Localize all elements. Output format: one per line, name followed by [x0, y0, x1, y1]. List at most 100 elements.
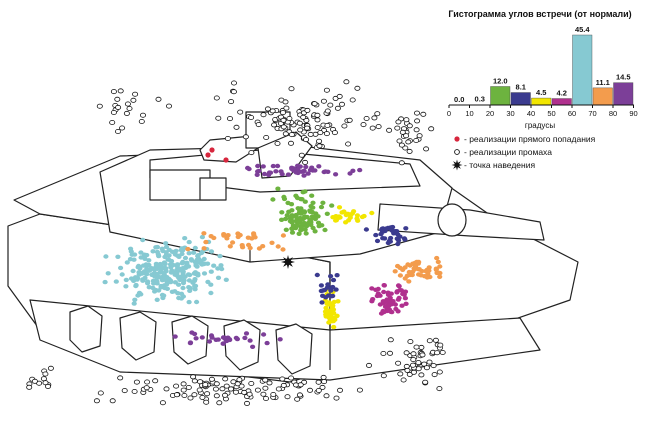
hit-dot: [208, 249, 215, 254]
miss-dot: [155, 96, 162, 102]
miss-dot: [243, 400, 250, 406]
miss-dot: [387, 337, 394, 343]
miss-dot: [255, 122, 262, 128]
miss-dot: [423, 365, 430, 371]
miss-dot: [403, 117, 410, 123]
hit-dot: [177, 277, 183, 282]
hit-dot: [329, 305, 335, 310]
miss-dot: [386, 350, 393, 356]
hit-dot: [185, 246, 191, 252]
miss-dot: [320, 374, 327, 380]
miss-dot: [270, 391, 277, 397]
hit-dot: [322, 169, 328, 174]
miss-dot: [294, 396, 301, 402]
miss-dot: [288, 375, 295, 381]
hit-dot: [160, 276, 167, 281]
histogram-tick-label: 60: [568, 109, 576, 118]
miss-dot: [173, 392, 180, 398]
hit-dot: [186, 299, 192, 305]
miss-dot: [413, 344, 420, 350]
miss-dot: [324, 123, 331, 129]
miss-dot: [296, 120, 303, 126]
miss-dot: [282, 99, 289, 105]
hit-dot: [279, 217, 285, 222]
hit-dot: [182, 255, 189, 261]
miss-dot: [432, 337, 439, 343]
miss-dot: [199, 394, 206, 400]
hit-dot: [416, 267, 422, 272]
hit-dot: [307, 217, 313, 223]
hit-dot: [298, 228, 304, 233]
hit-dot: [130, 268, 136, 274]
hit-dot: [176, 295, 182, 301]
hit-dot: [395, 309, 401, 314]
hit-dot: [294, 168, 301, 173]
hit-dot: [105, 271, 111, 276]
miss-dot: [422, 379, 429, 385]
miss-dot: [380, 373, 387, 379]
miss-dot: [336, 387, 343, 393]
miss-dot: [226, 116, 233, 122]
miss-dot: [246, 391, 253, 397]
hit-dot: [395, 297, 401, 302]
miss-dot: [410, 357, 417, 363]
hit-dot: [215, 275, 222, 280]
hit-dot: [234, 336, 240, 342]
hit-dot: [260, 244, 266, 249]
miss-dot: [282, 131, 289, 137]
hit-dot: [426, 268, 432, 273]
hit-dot: [316, 223, 322, 229]
hit-dot: [172, 272, 178, 277]
hit-dot: [347, 171, 353, 176]
miss-legend-icon: [454, 149, 460, 155]
miss-dot: [264, 106, 271, 112]
miss-dot: [413, 110, 420, 116]
hit-dot: [403, 301, 409, 306]
histogram-value-label: 12.0: [493, 76, 508, 85]
miss-dot: [333, 395, 340, 401]
miss-dot: [31, 378, 38, 384]
hit-dot: [404, 273, 410, 278]
hit-dot: [312, 216, 318, 222]
miss-dot: [296, 392, 303, 398]
hit-dot: [247, 338, 253, 343]
miss-dot: [436, 369, 443, 375]
hit-dot: [154, 297, 160, 302]
hit-dot: [314, 272, 320, 278]
hit-dot: [322, 227, 328, 233]
miss-dot: [404, 367, 411, 373]
hit-dot: [140, 278, 146, 283]
hit-dot: [381, 283, 387, 288]
hit-dot: [201, 271, 208, 276]
miss-dot: [394, 125, 401, 131]
miss-dot: [227, 386, 234, 392]
miss-dot: [314, 112, 321, 118]
hit-dot: [193, 261, 199, 266]
hit-dot: [193, 336, 199, 341]
miss-dot: [248, 115, 255, 121]
hit-dot: [140, 237, 146, 243]
miss-dot: [45, 383, 52, 389]
hit-dot: [309, 193, 315, 198]
miss-dot: [266, 380, 273, 386]
miss-dot: [152, 378, 159, 384]
hit-dot: [223, 277, 229, 282]
miss-dot: [320, 98, 327, 104]
miss-dot: [230, 89, 237, 95]
hit-dot: [328, 274, 334, 279]
hit-dot: [322, 287, 328, 293]
miss-dot: [426, 338, 433, 344]
hit-dot: [324, 211, 330, 216]
hit-dot: [296, 231, 302, 236]
hit-dot: [152, 289, 158, 294]
miss-dot: [302, 159, 309, 165]
hit-dot: [316, 164, 322, 169]
miss-dot: [413, 137, 420, 143]
miss-dot: [371, 115, 378, 121]
miss-dot: [298, 152, 305, 158]
hit-dot: [385, 290, 391, 295]
hit-dot: [384, 297, 390, 302]
miss-dot: [110, 89, 117, 95]
histogram-x-label: градусы: [525, 121, 555, 130]
miss-dot: [327, 102, 334, 108]
